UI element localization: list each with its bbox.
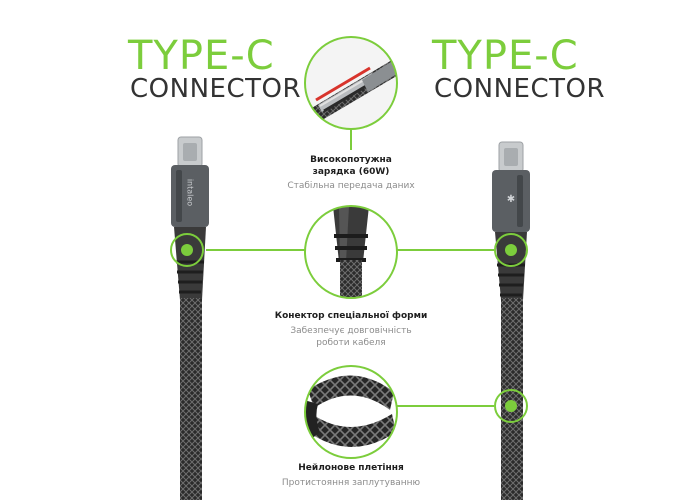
feature2-subtitle-line1: Забезпечує довговічність	[290, 326, 412, 336]
feature1-title-line2: зарядка (60W)	[312, 167, 390, 177]
right-title-type-c: TYPE-C	[432, 33, 579, 79]
feature3-title: Нейлонове плетіння	[298, 463, 404, 473]
right-indicator-top	[494, 233, 528, 267]
left-indicator	[170, 233, 204, 267]
left-title-type-c: TYPE-C	[128, 33, 275, 79]
feature2-title: Конектор спеціальної форми	[274, 311, 428, 321]
feature3-subtitle: Протистояння заплутуванню	[281, 478, 421, 488]
right-cable	[492, 141, 530, 500]
detail-circle-connector	[304, 205, 398, 299]
left-cable	[171, 136, 209, 500]
right-title-connector: CONNECTOR	[434, 74, 606, 104]
detail-circle-wires	[304, 36, 398, 130]
left-title-connector: CONNECTOR	[130, 74, 302, 104]
connector-lines	[206, 129, 494, 407]
left-brand-label: intaleo	[185, 178, 195, 207]
feature1-title-line1: Високопотужна	[310, 155, 392, 165]
right-brand-icon: ✱	[506, 194, 516, 205]
detail-circle-braid	[304, 365, 398, 459]
feature2-subtitle-line2: роботи кабеля	[316, 338, 386, 348]
right-indicator-bottom	[494, 389, 528, 423]
feature1-subtitle: Стабільна передача даних	[287, 181, 415, 191]
